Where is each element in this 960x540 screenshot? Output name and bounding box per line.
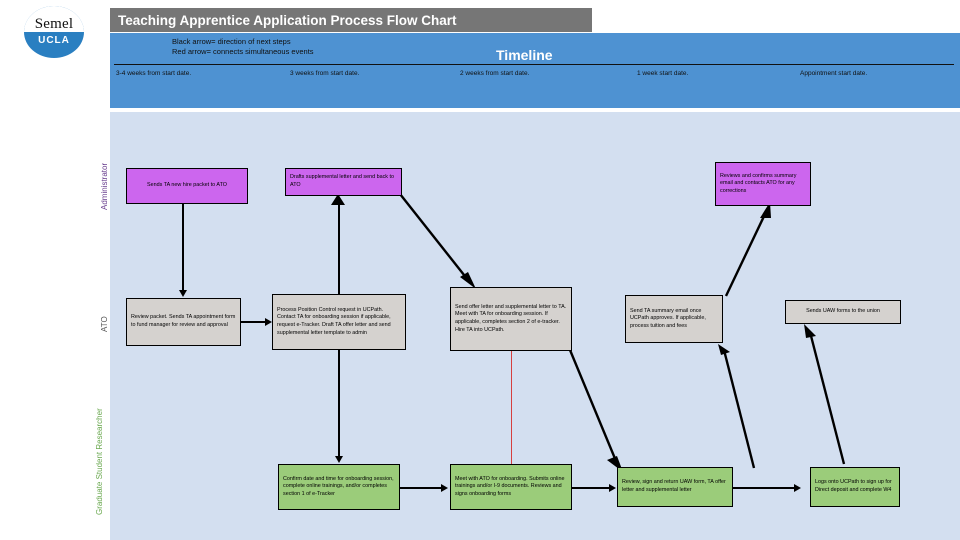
connector-admin1-to-ato1 bbox=[182, 204, 184, 292]
node-admin-sends-packet[interactable]: Sends TA new hire packet to ATO bbox=[126, 168, 248, 204]
arrowhead-gsr1-top bbox=[335, 456, 343, 463]
arrowhead-gsr2-left bbox=[441, 484, 448, 492]
connector-ato3-to-gsr3 bbox=[568, 349, 623, 472]
connector-admin2-to-ato3 bbox=[399, 193, 476, 289]
legend-black-arrow: Black arrow= direction of next steps bbox=[172, 37, 291, 46]
arrowhead-gsr3-left bbox=[609, 484, 616, 492]
arrowhead-gsr4-left bbox=[794, 484, 801, 492]
node-ato-send-summary-email[interactable]: Send TA summary email once UCPath approv… bbox=[625, 295, 723, 343]
connector-ato2-to-gsr1 bbox=[338, 350, 340, 458]
connector-gsr3-to-ato4 bbox=[718, 344, 756, 469]
node-ato-send-offer-letter[interactable]: Send offer letter and supplemental lette… bbox=[450, 287, 572, 351]
title-bar: Teaching Apprentice Application Process … bbox=[110, 8, 592, 32]
timeline-tick-1: 3 weeks from start date. bbox=[290, 70, 360, 77]
arrowhead-ato2-left bbox=[265, 318, 272, 326]
node-admin-drafts-supplemental[interactable]: Drafts supplemental letter and send back… bbox=[285, 168, 402, 196]
connector-gsr3-to-gsr4 bbox=[733, 487, 795, 489]
connector-ato1-to-ato2 bbox=[241, 321, 266, 323]
logo-top-half bbox=[24, 6, 84, 32]
timeline-axis-line bbox=[114, 64, 954, 65]
connector-ato4-to-admin3 bbox=[724, 202, 771, 297]
connector-gsr4-to-ato5 bbox=[804, 324, 846, 465]
connector-ato2-to-admin2 bbox=[338, 202, 340, 296]
legend: Black arrow= direction of next steps Red… bbox=[172, 37, 314, 57]
timeline-tick-0: 3-4 weeks from start date. bbox=[116, 70, 192, 77]
node-admin-reviews-summary[interactable]: Reviews and confirms summary email and c… bbox=[715, 162, 811, 206]
timeline-header-band: Black arrow= direction of next steps Red… bbox=[110, 33, 960, 108]
page-title: Teaching Apprentice Application Process … bbox=[118, 12, 457, 28]
timeline-label: Timeline bbox=[496, 47, 553, 63]
connector-red-ato3-to-gsr2 bbox=[511, 351, 512, 464]
timeline-tick-4: Appointment start date. bbox=[800, 70, 868, 77]
connector-gsr2-to-gsr3 bbox=[572, 487, 610, 489]
logo-circle bbox=[24, 6, 84, 58]
logo-ucla-text: UCLA bbox=[38, 35, 70, 46]
arrowhead-admin2-bottom bbox=[331, 194, 345, 205]
semel-ucla-logo: Semel UCLA bbox=[24, 6, 90, 58]
node-gsr-meet-with-ato[interactable]: Meet with ATO for onboarding. Submits on… bbox=[450, 464, 572, 510]
timeline-tick-3: 1 week start date. bbox=[637, 70, 689, 77]
node-ato-sends-uaw-forms[interactable]: Sends UAW forms to the union bbox=[785, 300, 901, 324]
logo-semel-text: Semel bbox=[34, 16, 74, 32]
lane-label-administrator: Administrator bbox=[100, 162, 109, 210]
arrowhead-ato1-top bbox=[179, 290, 187, 297]
node-ato-review-packet[interactable]: Review packet. Sends TA appointment form… bbox=[126, 298, 241, 346]
node-ato-process-position-control[interactable]: Process Position Control request in UCPa… bbox=[272, 294, 406, 350]
lane-label-graduate-student-researcher: Graduate Student Researcher bbox=[95, 408, 104, 515]
node-gsr-review-sign-return[interactable]: Review, sign and return UAW form, TA off… bbox=[617, 467, 733, 507]
flowchart-canvas: Sends TA new hire packet to ATO Drafts s… bbox=[110, 112, 960, 540]
connector-gsr1-to-gsr2 bbox=[400, 487, 442, 489]
timeline-tick-2: 2 weeks from start date. bbox=[460, 70, 530, 77]
node-gsr-confirm-date-time[interactable]: Confirm date and time for onboarding ses… bbox=[278, 464, 400, 510]
legend-red-arrow: Red arrow= connects simultaneous events bbox=[172, 47, 314, 56]
node-gsr-logs-onto-ucpath[interactable]: Logs onto UCPath to sign up for Direct d… bbox=[810, 467, 900, 507]
lane-label-ato: ATO bbox=[100, 316, 109, 332]
